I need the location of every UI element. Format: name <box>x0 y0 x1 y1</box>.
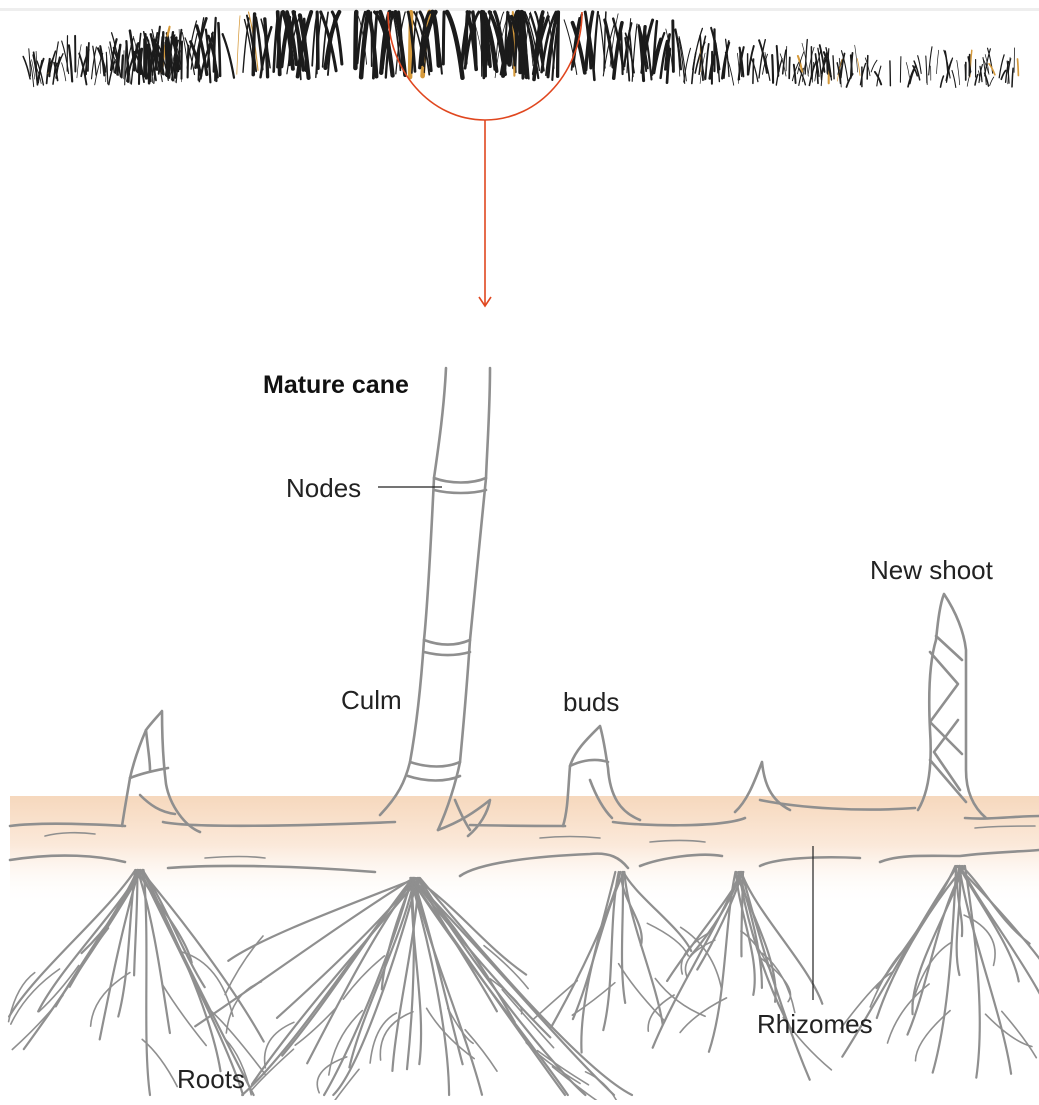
grass-blade <box>751 57 758 81</box>
root-strand <box>410 878 565 1095</box>
root-branch <box>319 1069 359 1100</box>
grass-blade <box>833 56 834 79</box>
grass-blade <box>990 77 994 86</box>
grass-blade <box>62 63 66 81</box>
grass-blade <box>706 44 709 79</box>
buds-label: buds <box>563 689 619 715</box>
grass-blade <box>929 47 932 75</box>
new-shoot-label: New shoot <box>870 557 993 583</box>
grass-blade <box>857 59 860 76</box>
grass-blade <box>910 66 916 84</box>
grass-blade <box>716 43 719 72</box>
grass-blade <box>125 46 126 85</box>
grass-blade <box>237 16 240 75</box>
grass-blade <box>100 46 104 75</box>
grass-blade <box>594 12 598 69</box>
root-strand <box>349 878 414 1067</box>
grass-blade <box>841 54 845 78</box>
grass-blade <box>218 23 220 76</box>
mature-cane-label: Mature cane <box>263 373 409 398</box>
root-branch <box>619 964 665 1021</box>
grass-blade <box>772 55 773 83</box>
grass-blade <box>69 45 72 81</box>
grass-blade <box>794 65 796 83</box>
root-branch <box>655 979 705 1017</box>
grass-strip <box>23 12 1018 87</box>
grass-blade <box>1001 71 1005 80</box>
grass-blade <box>447 12 462 78</box>
grass-blade <box>317 12 318 69</box>
grass-blade <box>433 12 439 66</box>
grass-blade <box>952 71 956 88</box>
grass-blade <box>629 31 633 77</box>
grass-blade <box>786 46 787 71</box>
grass-blade <box>816 54 819 83</box>
root-branch <box>465 1030 497 1072</box>
grass-blade <box>88 43 89 71</box>
grass-blade <box>906 62 909 77</box>
culm-label: Culm <box>341 687 402 713</box>
grass-blade <box>182 42 183 79</box>
grass-blade <box>23 57 30 79</box>
grass-blade <box>871 60 877 72</box>
root-branch <box>912 942 951 1004</box>
mature-cane <box>380 368 490 836</box>
grass-blade <box>867 56 868 79</box>
grass-blade <box>443 12 444 64</box>
grass-blade <box>777 46 779 76</box>
grass-blade <box>789 57 790 78</box>
roots-label: Roots <box>177 1066 245 1092</box>
grass-blade <box>985 49 991 76</box>
root-branch <box>964 915 995 965</box>
grass-blade <box>937 50 939 73</box>
grass-blade <box>673 21 674 72</box>
grass-blade <box>945 51 948 72</box>
grass-blade <box>77 45 81 78</box>
grass-blade <box>900 57 901 83</box>
nodes-label: Nodes <box>286 475 361 501</box>
root-branch <box>11 969 60 1024</box>
grass-blade <box>122 55 123 77</box>
rhizomes-label: Rhizomes <box>757 1011 873 1037</box>
grass-blade <box>56 57 60 78</box>
grass-blade <box>355 12 356 68</box>
grass-blade <box>941 76 944 87</box>
grass-blade <box>890 61 891 86</box>
root-branch <box>533 981 578 1020</box>
grass-blade <box>223 34 234 77</box>
grass-blade <box>812 62 813 82</box>
grass-blade <box>145 34 146 78</box>
new-shoot <box>918 594 986 818</box>
grass-blade <box>106 55 107 82</box>
grass-blade <box>1018 59 1019 76</box>
grass-blade <box>1012 68 1013 87</box>
root-strand <box>392 878 418 1071</box>
grass-blade <box>957 60 960 84</box>
